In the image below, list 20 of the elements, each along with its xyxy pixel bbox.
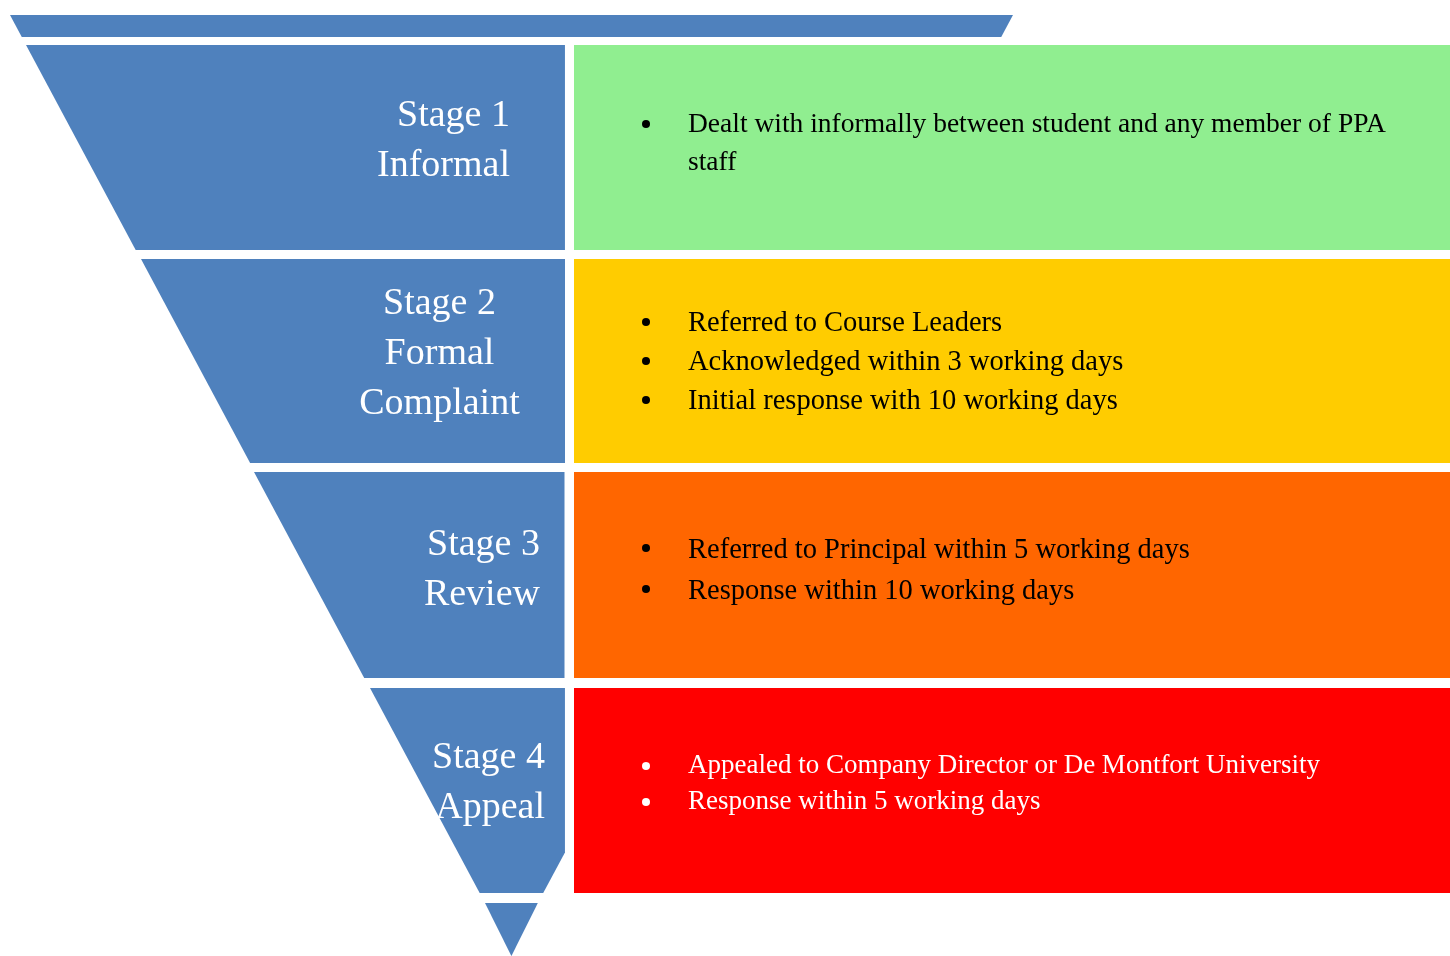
stage-label: Stage 4 — [432, 733, 545, 778]
bullet-item: Dealt with informally between student and any member of PPA staff — [688, 104, 1388, 180]
bullet-item: Response within 5 working days — [688, 782, 1443, 818]
stage-label: Stage 1 — [396, 91, 510, 136]
stage-label: Stage 2 — [382, 279, 497, 324]
stage-label: Appeal — [434, 783, 545, 828]
bullet-item: Initial response with 10 working days — [688, 380, 1443, 419]
bullet-item: Response within 10 working days — [688, 569, 1443, 610]
stage-label: Stage 3 — [426, 520, 540, 565]
bullet-item: Appealed to Company Director or De Montfort University — [688, 746, 1443, 782]
description-panel — [574, 688, 1450, 893]
stage-label: Formal Complaint — [358, 329, 521, 424]
description-panel — [574, 45, 1450, 250]
bullet-item: Referred to Course Leaders — [688, 302, 1443, 341]
stage-label: Review — [423, 570, 540, 615]
description-panel — [574, 259, 1450, 463]
stage-label: Informal — [377, 141, 510, 186]
bullet-item: Acknowledged within 3 working days — [688, 341, 1443, 380]
bullet-item: Referred to Principal within 5 working days — [688, 528, 1443, 569]
description-panel — [574, 472, 1450, 678]
